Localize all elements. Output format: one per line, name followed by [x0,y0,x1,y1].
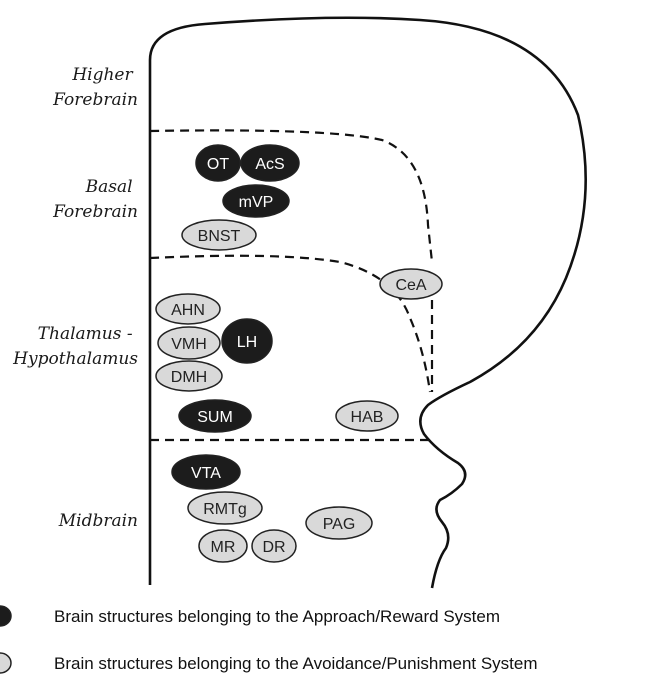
svg-text:SUM: SUM [197,409,233,426]
svg-text:OT: OT [207,156,229,173]
node-hab: HAB [336,401,398,431]
svg-text:BNST: BNST [198,228,241,245]
node-bnst: BNST [182,220,256,250]
svg-text:VMH: VMH [171,336,207,353]
svg-text:MR: MR [211,539,236,556]
region-label-basal-forebrain: Basal Forebrain [52,177,138,222]
node-acs: AcS [241,145,299,181]
node-pag: PAG [306,507,372,539]
svg-text:AcS: AcS [255,156,284,173]
node-mvp: mVP [223,185,289,217]
legend-approach-marker [0,606,11,626]
node-cea: CeA [380,269,442,299]
region-label-thalamus-hypothalamus: Thalamus - Hypothalamus [12,324,138,369]
region-label-midbrain: Midbrain [58,511,138,531]
svg-text:PAG: PAG [323,516,356,533]
svg-text:CeA: CeA [395,277,426,294]
legend-approach-label: Brain structures belonging to the Approa… [54,607,500,626]
svg-text:DMH: DMH [171,369,207,386]
node-lh: LH [222,319,272,363]
svg-text:LH: LH [237,334,257,351]
node-mr: MR [199,530,247,562]
node-ahn: AHN [156,294,220,324]
region-label-higher-forebrain: Higher Forebrain [52,65,138,110]
node-dmh: DMH [156,361,222,391]
svg-text:AHN: AHN [171,302,205,319]
node-ot: OT [196,145,240,181]
legend-avoidance: Brain structures belonging to the Avoida… [0,653,538,673]
legend-avoidance-label: Brain structures belonging to the Avoida… [54,654,538,673]
legend-avoidance-marker [0,653,11,673]
svg-text:DR: DR [262,539,285,556]
node-dr: DR [252,530,296,562]
node-rmtg: RMTg [188,492,262,524]
svg-text:HAB: HAB [351,409,384,426]
node-vmh: VMH [158,327,220,359]
svg-text:VTA: VTA [191,465,221,482]
svg-text:RMTg: RMTg [203,501,247,518]
svg-text:mVP: mVP [239,194,274,211]
legend-approach: Brain structures belonging to the Approa… [0,606,500,626]
node-sum: SUM [179,400,251,432]
node-vta: VTA [172,455,240,489]
